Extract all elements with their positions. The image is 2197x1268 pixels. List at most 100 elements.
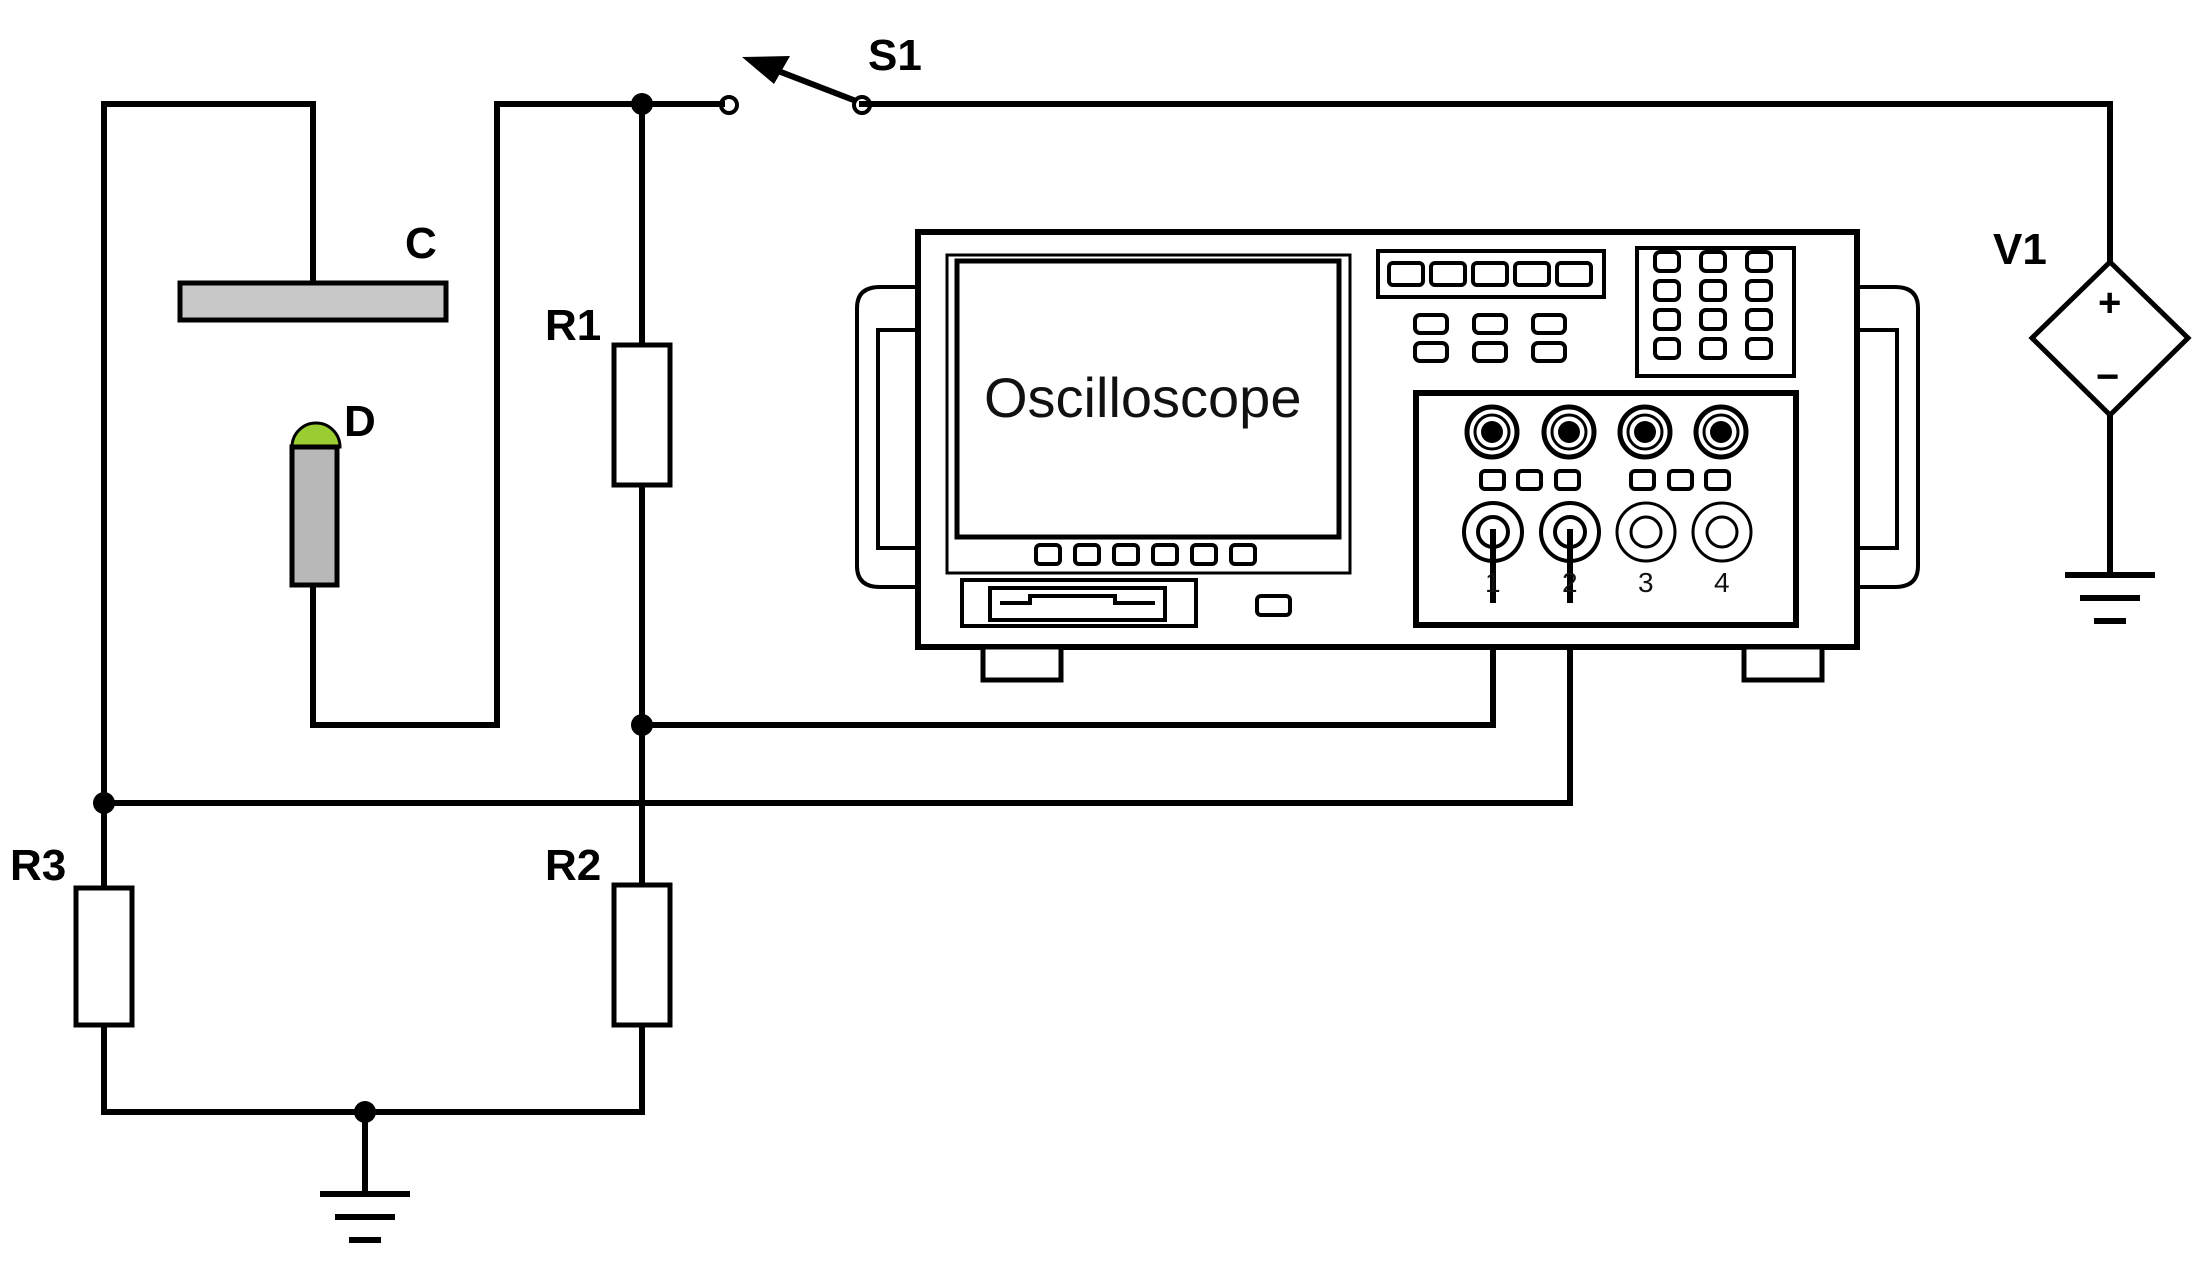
keypad-key [1653,250,1681,273]
detector-body [289,444,340,588]
keypad-key [1745,279,1773,302]
channel-label-2: 2 [1562,567,1578,598]
ground-right [2065,572,2155,624]
keypad-key [1699,250,1727,273]
scope-drive-slot-detail [1000,594,1155,605]
scope-knobs [1464,404,1749,460]
scope-keypad-panel [1635,246,1796,378]
scope-drive-slot [988,586,1167,622]
scope-foot-right [1741,644,1825,683]
input-connector-3 [1615,501,1677,563]
control-button [1413,313,1449,335]
softkey [1034,543,1062,566]
scope-handle-left [855,285,918,589]
scope-menu-buttons [1387,261,1593,287]
switch-contact-left [719,95,739,115]
scope-handle-right [1857,285,1920,589]
menu-button [1471,261,1509,287]
junctions [93,93,653,1123]
resistor-r2: R2 [545,841,673,1028]
resistor-r1: R1 [545,301,673,488]
junction-r3 [93,792,115,814]
scope-handle-left-inner [876,328,918,550]
switch-label: S1 [868,31,922,80]
resistor-r1-label: R1 [545,301,601,350]
ground-left [320,1191,410,1243]
detector-label: D [344,397,376,446]
knob-4 [1693,404,1749,460]
keypad-key [1699,279,1727,302]
switch-contact-right [852,95,872,115]
keypad-key [1699,337,1727,360]
junction-ground [354,1101,376,1123]
control-button [1472,313,1508,335]
voltage-source-v1: + − V1 [1993,225,2192,419]
resistor-r3: R3 [10,841,135,1028]
keypad-key [1653,279,1681,302]
scope-screen [954,258,1342,540]
resistor-r3-label: R3 [10,841,66,890]
channel-button [1667,469,1694,491]
scope-screen-label: Oscilloscope [984,366,1301,429]
control-button [1472,341,1508,363]
keypad-key [1745,308,1773,331]
capacitor-plate [177,280,449,323]
junction-top-rail [631,93,653,115]
keypad-key [1653,308,1681,331]
scope-small-button [1255,594,1292,617]
source-plus-sign: + [2098,281,2121,325]
resistor-r3-body [73,885,135,1028]
control-button [1413,341,1449,363]
detector-d: D [289,397,376,588]
channel-button [1479,469,1506,491]
detector-tip [290,421,342,449]
wire-r3-bottom [101,1022,645,1115]
keypad-key [1745,250,1773,273]
channel-button [1629,469,1656,491]
scope-channel-buttons [1479,469,1731,491]
scope-keypad [1653,250,1773,360]
wire-detector-return [310,101,725,728]
knob-3 [1617,404,1673,460]
scope-softkeys [1034,543,1257,566]
resistor-r1-body [611,342,673,488]
source-diamond [2028,258,2192,419]
input-connector-4 [1691,501,1753,563]
channel-button [1516,469,1543,491]
softkey [1229,543,1257,566]
capacitor-c: C [177,219,449,323]
keypad-key [1745,337,1773,360]
oscilloscope: Oscilloscope [855,229,1920,683]
scope-handle-right-inner [1857,328,1899,550]
channel-label-3: 3 [1638,567,1654,598]
switch-s1: S1 [719,31,922,115]
softkey [1112,543,1140,566]
knob-1 [1464,404,1520,460]
capacitor-label: C [405,219,437,268]
scope-drive-bay [960,578,1198,628]
menu-button [1387,261,1425,287]
resistor-r2-body [611,882,673,1028]
control-button [1531,313,1567,335]
source-label: V1 [1993,225,2047,274]
wire-left-vertical [101,101,316,891]
junction-r1-r2 [631,714,653,736]
control-button [1531,341,1567,363]
keypad-key [1653,337,1681,360]
channel-button [1554,469,1581,491]
source-minus-sign: − [2096,355,2119,399]
resistor-r2-label: R2 [545,841,601,890]
menu-button [1513,261,1551,287]
scope-foot-left [980,644,1064,683]
softkey [1190,543,1218,566]
menu-button [1555,261,1593,287]
channel-label-1: 1 [1485,567,1501,598]
scope-control-buttons [1413,313,1567,363]
menu-button [1429,261,1467,287]
wire-s1-to-v1 [859,101,2113,265]
scope-menu-panel [1376,249,1606,299]
channel-label-4: 4 [1714,567,1730,598]
keypad-key [1699,308,1727,331]
softkey [1151,543,1179,566]
